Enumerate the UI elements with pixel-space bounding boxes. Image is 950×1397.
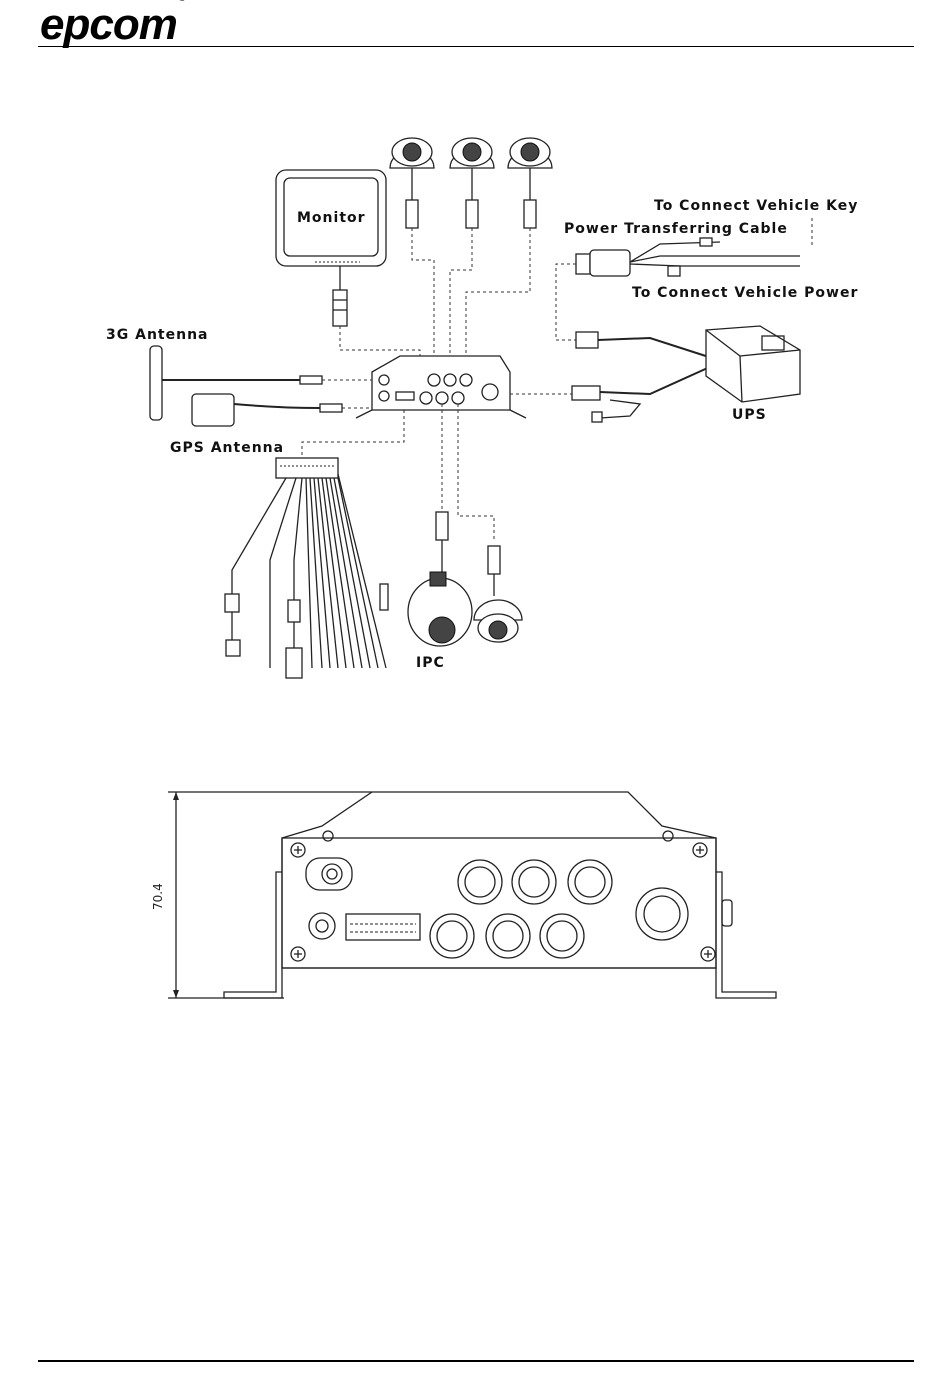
footer-rule [38,1360,914,1362]
dvr-front-panel [224,792,776,998]
height-dimension: 70.4 [151,883,165,910]
